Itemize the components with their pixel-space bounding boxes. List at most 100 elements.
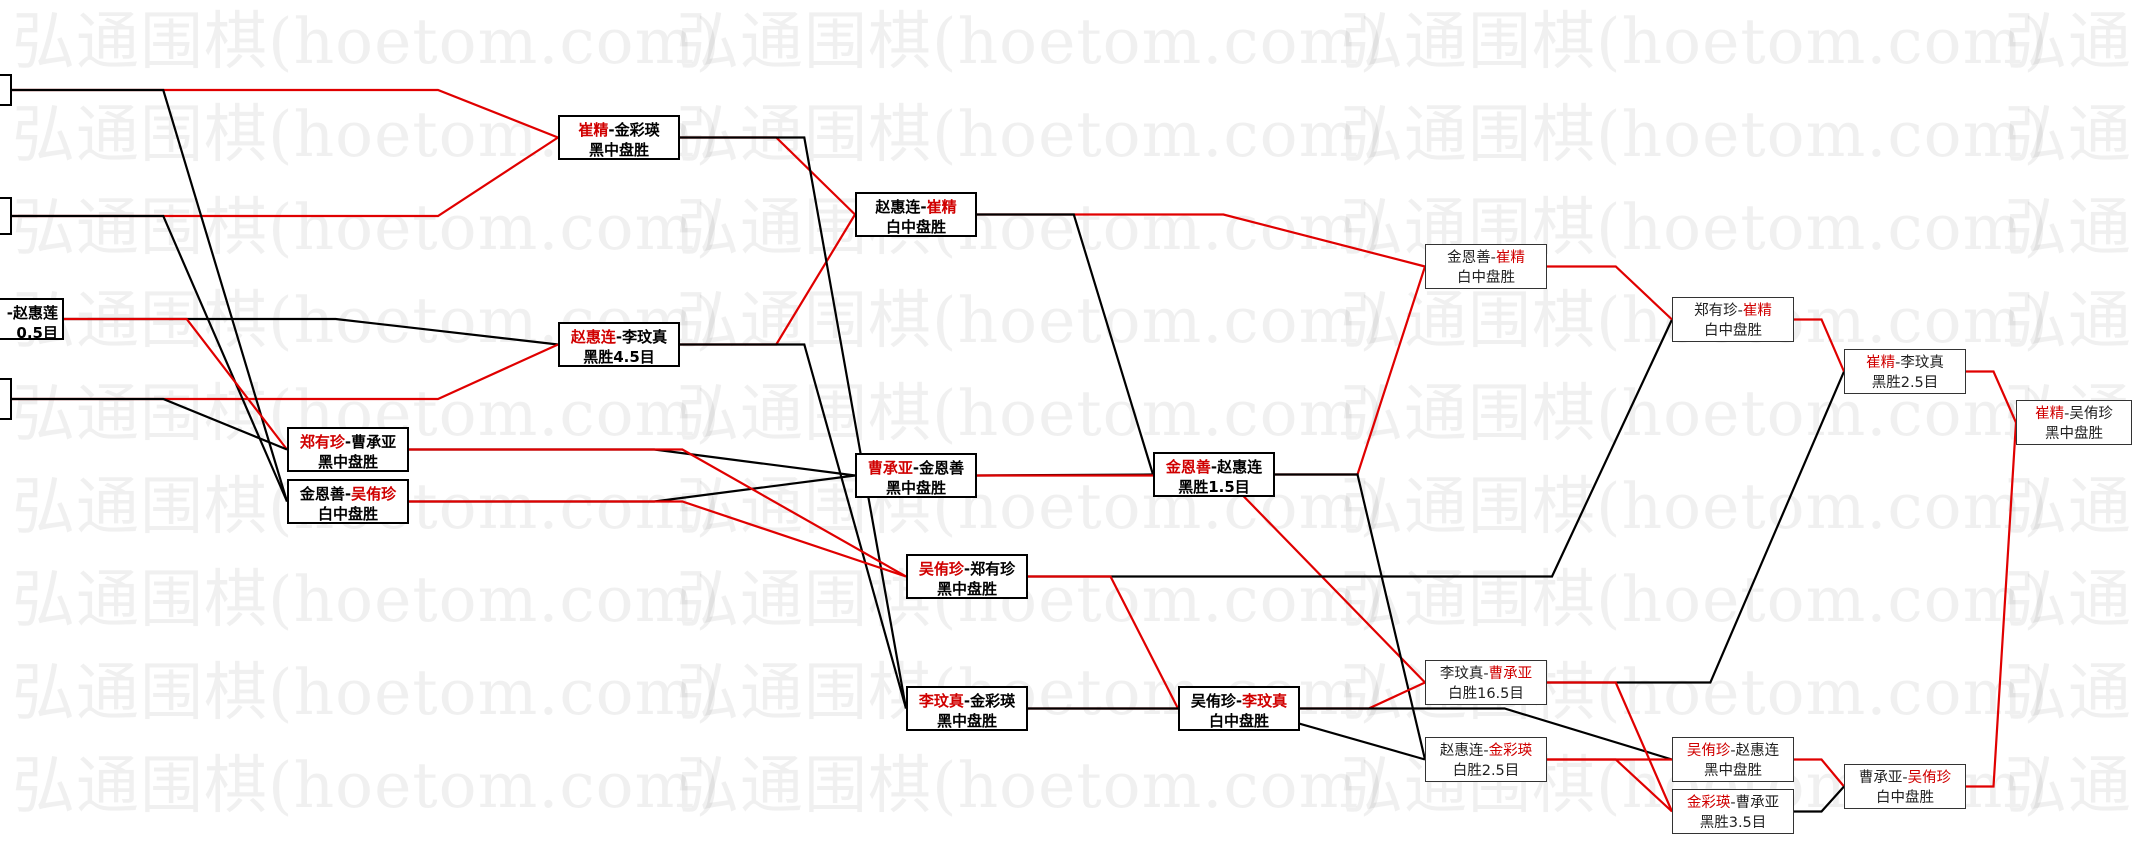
bracket-edge-loss	[64, 317, 559, 346]
match-node-r6-c: 金彩瑛-曹承亚黑胜3.5目	[1672, 789, 1794, 834]
bracket-edge-win	[1966, 370, 2018, 423]
match-node-r2-a: 崔精-金彩瑛黑中盘胜	[558, 115, 680, 160]
player-separator: -	[608, 121, 615, 139]
bracket-edge-loss	[977, 213, 1155, 475]
match-node-r4-b: 吴侑珍-李玟真白中盘胜	[1178, 686, 1300, 731]
player-separator: -	[615, 328, 623, 346]
player-separator: -	[920, 198, 927, 216]
match-players: 金恩善-吴侑珍	[289, 484, 407, 504]
player-white: 曹承亚	[1488, 666, 1533, 682]
player-black: 赵惠连	[570, 328, 616, 346]
match-node-r1-m1: 郑有珍-曹承亚黑中盘胜	[287, 427, 409, 472]
match-node-r3-b: 曹承亚-金恩善黑中盘胜	[855, 453, 977, 498]
match-node-r6-a: 郑有珍-崔精白中盘胜	[1672, 297, 1794, 342]
bracket-edge-loss	[409, 474, 856, 503]
player-separator: -	[963, 692, 971, 710]
match-result: 黑胜2.5目	[1871, 375, 1939, 391]
bracket-edge-win	[1547, 758, 1673, 813]
match-node-r5-b: 李玟真-曹承亚白胜16.5目	[1425, 660, 1547, 705]
player-white: 崔精	[1495, 250, 1525, 266]
bracket-edge-win	[64, 317, 288, 451]
player-separator: -	[1895, 355, 1901, 371]
match-node-r2-b: 赵惠连-李玟真黑胜4.5目	[558, 322, 680, 367]
player-separator: -	[1235, 692, 1243, 710]
player-white: 郑有珍	[970, 560, 1016, 578]
player-black: 郑有珍	[299, 433, 345, 451]
bracket-edge-loss	[12, 214, 289, 502]
player-black: 赵惠连	[1439, 743, 1484, 759]
bracket-edge-win	[12, 136, 559, 218]
bracket-edge-loss	[680, 136, 908, 709]
match-result: 白中盘胜	[1208, 712, 1269, 730]
match-result: 黑中盘胜	[936, 712, 997, 730]
match-players: 赵惠连-李玟真	[560, 327, 678, 347]
match-node-r3-c: 吴侑珍-郑有珍黑中盘胜	[906, 554, 1028, 599]
player-separator: -	[1483, 743, 1489, 759]
player-black: 金恩善	[1165, 458, 1211, 476]
player-white: 吴侑珍	[351, 485, 397, 503]
bracket-edge-loss	[1547, 371, 1846, 684]
match-result: 黑中盘胜	[2045, 426, 2103, 442]
bracket-edge-win	[1547, 265, 1673, 321]
match-players: 金恩善-崔精	[1426, 248, 1546, 268]
player-white: 李玟真	[1242, 692, 1288, 710]
bracket-edge-loss	[1300, 707, 1673, 761]
player-separator: -	[963, 560, 971, 578]
match-node-r6-b: 吴侑珍-赵惠连黑中盘胜	[1672, 737, 1794, 782]
match-players: 李玟真-曹承亚	[1426, 664, 1546, 684]
player-black: 郑有珍	[1694, 303, 1738, 319]
bracket-edge-loss	[1275, 473, 1427, 760]
player-separator: -	[2064, 406, 2070, 422]
bracket-edge-win	[409, 500, 907, 578]
match-node-r7-b: 曹承亚-吴侑珍白中盘胜	[1844, 764, 1966, 809]
match-node-r3-d: 李玟真-金彩瑛黑中盘胜	[906, 686, 1028, 731]
bracket-edge-win	[409, 448, 907, 578]
player-black: 吴侑珍	[1686, 743, 1731, 759]
match-node-final: 崔精-吴侑珍黑中盘胜	[2016, 400, 2132, 445]
player-separator: -	[344, 433, 352, 451]
match-result: 0.5目	[16, 324, 58, 340]
player-separator: -	[344, 485, 352, 503]
player-separator: -	[1902, 770, 1908, 786]
match-node-r7-a: 崔精-李玟真黑胜2.5目	[1844, 349, 1966, 394]
match-node-r1-l4	[0, 378, 12, 420]
bracket-edge-win	[1028, 575, 1179, 710]
bracket-edge-loss	[680, 343, 908, 709]
bracket-edge-win	[977, 213, 1426, 268]
match-result: 黑中盘胜	[1704, 763, 1762, 779]
player-white: 李玟真	[622, 328, 668, 346]
match-result: 黑中盘胜	[936, 580, 997, 598]
player-separator: -	[1210, 458, 1218, 476]
player-separator: -	[6, 304, 13, 322]
match-result: 白中盘胜	[885, 218, 946, 236]
match-players: 赵惠连-崔精	[857, 197, 975, 217]
player-white: 曹承亚	[351, 433, 397, 451]
player-white: 赵惠连	[1735, 743, 1780, 759]
match-node-r3-a: 赵惠连-崔精白中盘胜	[855, 192, 977, 237]
bracket-edge-loss	[12, 397, 288, 451]
match-node-r1-m2: 金恩善-吴侑珍白中盘胜	[287, 479, 409, 524]
player-black: 崔精	[2035, 406, 2065, 422]
player-black: 崔精	[1866, 355, 1896, 371]
player-white: 金彩瑛	[1488, 743, 1533, 759]
player-separator: -	[1730, 743, 1736, 759]
match-players: 崔精-李玟真	[1845, 353, 1965, 373]
player-white: 崔精	[926, 198, 957, 216]
bracket-edge-win	[1547, 681, 1674, 812]
player-black: 赵惠连	[875, 198, 921, 216]
match-players: 金彩瑛-曹承亚	[1673, 793, 1793, 813]
match-players: 郑有珍-曹承亚	[289, 432, 407, 452]
match-players: -赵惠莲	[0, 303, 58, 323]
bracket-edge-loss	[409, 448, 856, 477]
bracket-edge-loss	[1794, 785, 1845, 813]
player-black: 曹承亚	[867, 459, 913, 477]
player-black: 金彩瑛	[1686, 795, 1731, 811]
bracket-edge-win	[1794, 758, 1845, 788]
player-white: 吴侑珍	[1907, 770, 1952, 786]
player-black: 吴侑珍	[1190, 692, 1236, 710]
player-white: 赵惠连	[1217, 458, 1263, 476]
match-players: 赵惠连-金彩瑛	[1426, 741, 1546, 761]
player-white: 曹承亚	[1735, 795, 1780, 811]
match-node-r1-l2	[0, 197, 12, 235]
